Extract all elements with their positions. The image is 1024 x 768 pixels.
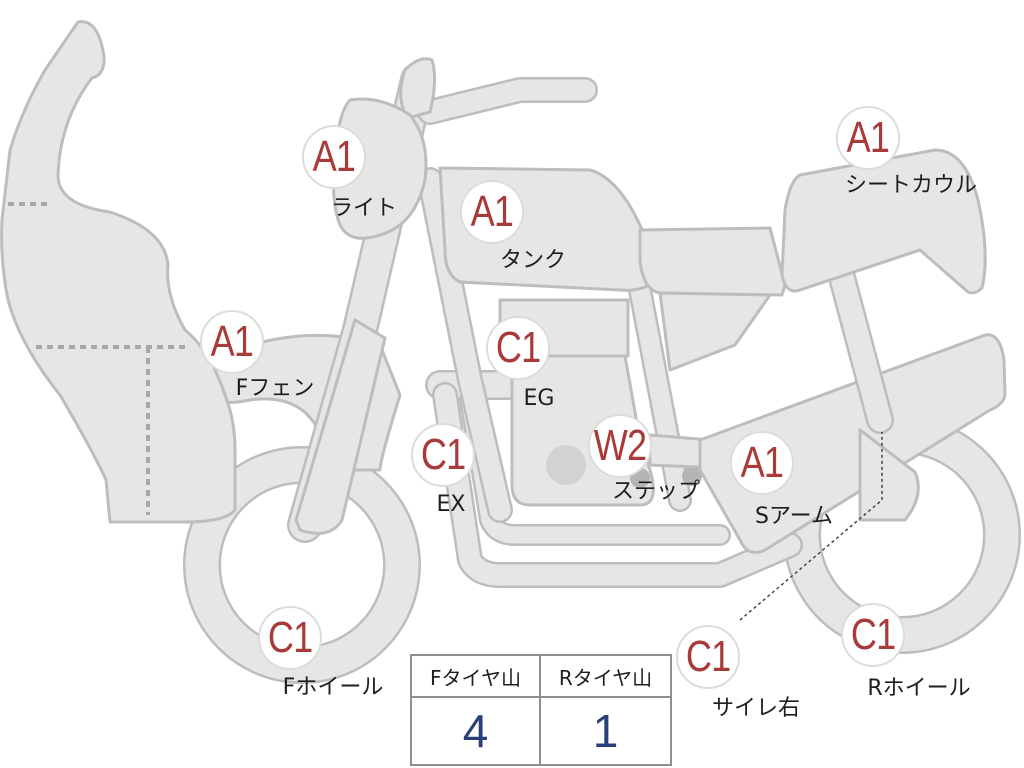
label-silencer-right: サイレ右 [711,696,801,721]
marker-swing-arm[interactable]: A1 [730,431,794,495]
silencer-leader-line [739,432,883,621]
header-front-tire: Fタイヤ山 [412,656,541,698]
swing-arm-shape [698,333,1007,554]
rear-shock-shape [826,256,894,434]
seat-cowl-shape [780,148,987,295]
value-rear-tire: 1 [592,705,619,757]
grade-f-wheel: C1 [267,613,313,662]
handlebar-shape [399,57,598,125]
seat-shape [638,226,787,372]
grade-swing-arm: A1 [740,438,784,487]
label-f-wheel: Fホイール [282,675,384,700]
marker-f-wheel[interactable]: C1 [258,606,322,670]
label-step: ステップ [611,479,701,504]
grade-tank: A1 [470,187,514,236]
label-tank: タンク [499,248,567,273]
header-rear-tire: Rタイヤ山 [541,656,670,698]
label-r-wheel: Rホイール [867,676,971,701]
marker-silencer-right[interactable]: C1 [676,625,740,689]
label-light: ライト [330,196,398,221]
marker-tank[interactable]: A1 [460,180,524,244]
marker-step[interactable]: W2 [588,414,652,478]
grade-light: A1 [312,132,356,181]
grade-step: W2 [593,421,647,470]
marker-light[interactable]: A1 [302,125,366,189]
label-swing-arm: Sアーム [755,504,833,529]
grade-f-fender: A1 [210,317,254,366]
grade-exhaust: C1 [420,430,466,479]
marker-seat-cowl[interactable]: A1 [836,106,900,170]
exhaust-pipe-shape [425,370,803,588]
label-exhaust: EX [436,492,466,517]
marker-engine[interactable]: C1 [486,316,550,380]
marker-r-wheel[interactable]: C1 [841,603,905,667]
label-engine: EG [523,386,555,411]
marker-exhaust[interactable]: C1 [411,423,475,487]
grade-seat-cowl: A1 [846,113,890,162]
value-front-tire: 4 [412,698,541,764]
marker-f-fender[interactable]: A1 [200,310,264,374]
grade-engine: C1 [495,323,541,372]
silencer-shape [858,428,920,522]
label-f-fender: Fフェン [235,376,315,401]
fairing-shape [0,20,237,524]
grade-silencer-right: C1 [685,632,731,681]
grade-r-wheel: C1 [850,610,896,659]
tire-tread-table: Fタイヤ山 Rタイヤ山 4 1 [410,654,672,766]
label-seat-cowl: シートカウル [844,173,978,198]
